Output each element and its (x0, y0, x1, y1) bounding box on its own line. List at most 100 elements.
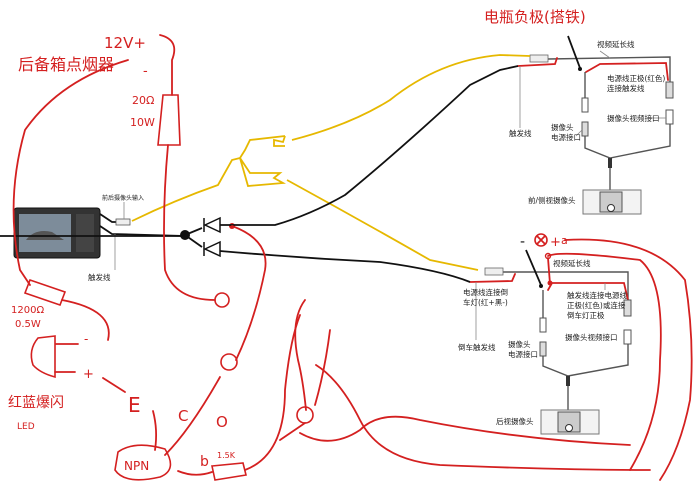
front-video-plug (665, 81, 674, 99)
wire-bottom-run (299, 415, 631, 446)
rear-cable-joint (566, 376, 570, 386)
rear-rca-connector (484, 267, 504, 276)
wire-rear-positive (564, 238, 693, 481)
wire-led-minus (61, 299, 110, 341)
front-video-port (665, 109, 674, 125)
front-power-note-2: 连接触发线 (607, 83, 645, 93)
front-camera-cable (584, 124, 671, 159)
power-12v-label: 12V+ (104, 34, 146, 52)
rear-red-junction (547, 280, 553, 286)
rear-trigger-note-1: 触发线连接电源线 (567, 290, 627, 300)
front-camera-lens (607, 204, 615, 212)
monitor-input-label: 前后摄像头输入 (102, 194, 144, 202)
wire-bottom-run-2 (315, 364, 651, 471)
front-trigger-black-wire (220, 65, 519, 226)
rear-power-note-2: 车灯(红+黑-) (463, 297, 508, 307)
rear-power-port (539, 341, 547, 357)
diode-top-icon (203, 216, 221, 234)
rear-camera-cable (542, 344, 629, 377)
front-trigger-red-wire (517, 57, 558, 67)
diode-bottom-icon (203, 240, 221, 258)
rear-trigger-note-3: 倒车灯正极 (567, 310, 605, 320)
ground-junction (578, 67, 582, 71)
video-fork-top (273, 135, 286, 147)
rear-ground-junction (539, 284, 543, 288)
diode-bottom-lead (184, 234, 203, 248)
led-icon (30, 335, 56, 379)
hand-drawn-circuit (12, 34, 693, 481)
wire-rear-return (547, 252, 662, 471)
wire-ground-left (12, 59, 129, 286)
front-trigger-label: 触发线 (509, 128, 532, 138)
rear-plus-label: + (550, 235, 561, 250)
wire-mid-1 (294, 299, 307, 411)
front-extension-label: 视频延长线 (597, 39, 635, 49)
led-plus-label: + (83, 367, 94, 382)
emitter-label: E (128, 393, 141, 417)
collector-label: C (178, 407, 188, 425)
wire-12v (159, 34, 176, 96)
video-fork-bottom (239, 157, 287, 187)
wire-base-resistor-up (244, 314, 301, 471)
front-power-port (581, 121, 589, 137)
rear-trigger-black-wire (219, 250, 471, 283)
led-name-label: 红蓝爆闪 (8, 395, 64, 411)
monitor-video-cable (99, 213, 118, 223)
rear-fuse-cross (536, 235, 546, 245)
monitor-buttons (76, 214, 94, 252)
wire-resistor-down (163, 144, 216, 301)
wire-collector (164, 376, 221, 456)
rear-power-note-1: 电源线连接倒 (463, 287, 508, 297)
trunk-lighter-label: 后备箱点烟器 (18, 55, 114, 74)
battery-negative-label: 电瓶负极(搭铁) (484, 8, 586, 26)
front-cable-joint (608, 158, 612, 168)
video-wire-front (291, 54, 531, 141)
video-wire-rear (286, 179, 479, 271)
rear-video-plug (623, 299, 632, 317)
front-video-port-label: 摄像头视频接口 (607, 113, 660, 123)
wire-loop-2 (220, 353, 238, 371)
rear-extension-cable (503, 271, 629, 300)
front-power-red-wire (585, 62, 669, 81)
monitor-trigger-label: 触发线 (88, 272, 111, 282)
head-unit-monitor: 前后摄像头输入 触发线 (13, 194, 186, 282)
rear-trigger-note-2: 正极(红色)或连接 (567, 300, 626, 310)
wire-emitter (152, 410, 158, 451)
rear-camera-block: 视频延长线 电源线连接倒 车灯(红+黑-) 触发线连接电源线 正极(红色)或连接… (458, 249, 632, 435)
resistor-20-power: 10W (130, 116, 155, 129)
diode-trigger-circuit (0, 65, 519, 283)
rear-a-label: a (561, 234, 568, 247)
front-power-port-label-1: 摄像头 (551, 122, 574, 132)
o-label: O (216, 413, 228, 431)
led-label: LED (17, 422, 35, 432)
wire-mid-2 (279, 329, 331, 441)
front-power-plug (581, 97, 589, 113)
front-extension-leader (599, 50, 611, 59)
resistor-1200-icon (23, 278, 67, 307)
resistor-20-icon (157, 94, 181, 146)
rear-video-port-label: 摄像头视频接口 (565, 332, 618, 342)
resistor-1200-value: 1200Ω (11, 305, 44, 316)
monitor-trigger-cable (99, 225, 186, 237)
rear-fuse-icon (534, 233, 548, 247)
rear-extension-label: 视频延长线 (553, 258, 591, 268)
wire-loop-3 (296, 406, 314, 424)
front-rca-connector (529, 54, 549, 63)
rear-trigger-label: 倒车触发线 (458, 342, 496, 352)
monitor-rca-input (115, 218, 131, 226)
rear-ground-pointer (525, 249, 542, 286)
wire-led-emitter (102, 377, 126, 393)
rear-red-riser (547, 257, 551, 285)
front-power-leader (575, 129, 583, 137)
rear-camera-name: 后视摄像头 (496, 416, 534, 426)
resistor-1200-power: 0.5W (15, 319, 41, 330)
rear-power-plug (539, 317, 547, 333)
video-wire-main (131, 135, 286, 222)
rear-camera-lens (565, 424, 573, 432)
minus-label: - (143, 64, 148, 79)
front-power-port-label-2: 电源接口 (551, 132, 581, 142)
base-label: b (200, 454, 209, 470)
resistor-base-label: 1.5K (217, 451, 236, 460)
front-extension-cable (547, 56, 671, 82)
